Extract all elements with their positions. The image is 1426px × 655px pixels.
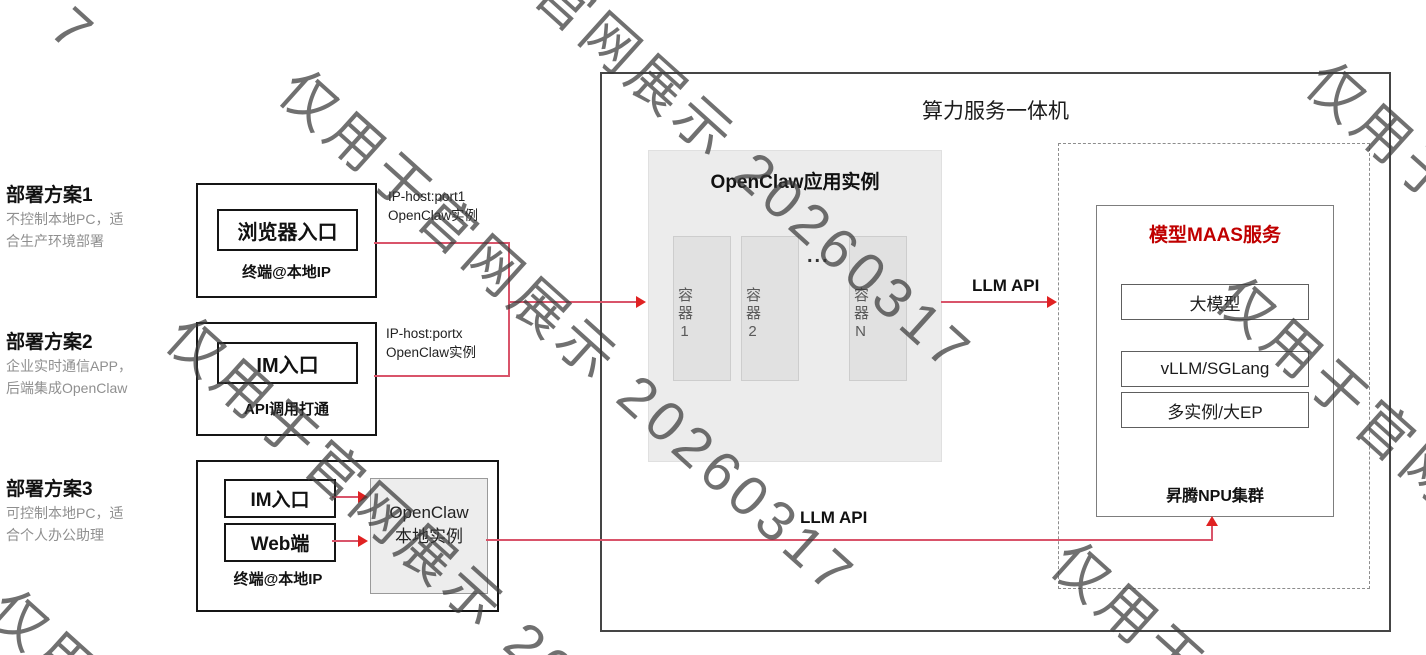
server-title: 算力服务一体机 (922, 100, 1069, 123)
im-entry-label: IM入口 (217, 342, 358, 384)
scheme1-connection-label: IP-host:port1 OpenClaw实例 (388, 189, 479, 223)
connector-line (332, 495, 360, 498)
scheme3-title: 部署方案3 (6, 479, 93, 500)
llm-api-top-label: LLM API (972, 276, 1040, 295)
arrow-up-icon (1206, 516, 1218, 526)
maas-item-multi-instance: 多实例/大EP (1121, 392, 1309, 428)
scheme2-api-label: API调用打通 (243, 401, 329, 418)
maas-service-box: 模型MAAS服务 大模型 vLLM/SGLang 多实例/大EP 昇腾NPU集群 (1096, 205, 1334, 517)
openclaw-local-instance-box: OpenClaw 本地实例 (370, 478, 488, 594)
arrow-right-icon (358, 490, 368, 503)
ellipsis: ... (807, 245, 830, 267)
scheme2-title: 部署方案2 (6, 332, 93, 353)
openclaw-app-cluster: OpenClaw应用实例 容器1 容器2 ... 容器N (648, 150, 942, 462)
scheme1-title: 部署方案1 (6, 185, 93, 206)
maas-title: 模型MAAS服务 (1149, 225, 1281, 246)
maas-item-vllm-sglang: vLLM/SGLang (1121, 351, 1309, 387)
connector-line (332, 539, 360, 542)
connector-line (374, 242, 510, 244)
container-n: 容器N (849, 236, 907, 381)
scheme1-terminal-label: 终端@本地IP (242, 264, 331, 281)
maas-item-large-model: 大模型 (1121, 284, 1309, 320)
scheme2-box: IM入口 API调用打通 (196, 322, 377, 436)
connector-line (941, 301, 1049, 303)
scheme3-description: 可控制本地PC，适 合个人办公助理 (6, 505, 124, 543)
watermark-text: 7 (39, 0, 109, 67)
container-1: 容器1 (673, 236, 731, 381)
arrow-right-icon (636, 296, 646, 308)
scheme3-web-entry-label: Web端 (224, 523, 336, 562)
container-2: 容器2 (741, 236, 799, 381)
npu-dashed-region (1058, 143, 1370, 589)
scheme2-description: 企业实时通信APP， 后端集成OpenClaw (6, 358, 133, 396)
scheme1-box: 浏览器入口 终端@本地IP (196, 183, 377, 298)
connector-line (374, 375, 510, 377)
connector-line (508, 242, 510, 377)
cluster-title: OpenClaw应用实例 (710, 172, 880, 193)
scheme3-terminal-label: 终端@本地IP (233, 571, 323, 588)
npu-cluster-label: 昇腾NPU集群 (1166, 488, 1264, 505)
arrow-right-icon (358, 534, 368, 547)
browser-entry-label: 浏览器入口 (217, 209, 358, 251)
connector-line (486, 539, 1213, 541)
connector-line (1211, 525, 1213, 541)
scheme2-connection-label: IP-host:portx OpenClaw实例 (386, 326, 477, 360)
scheme1-description: 不控制本地PC，适 合生产环境部署 (6, 211, 124, 249)
arrow-right-icon (1047, 296, 1057, 308)
llm-api-bottom-label: LLM API (800, 508, 868, 527)
scheme3-im-entry-label: IM入口 (224, 479, 336, 518)
connector-line (508, 301, 638, 303)
scheme3-box: IM入口 Web端 OpenClaw 本地实例 终端@本地IP (196, 460, 499, 612)
